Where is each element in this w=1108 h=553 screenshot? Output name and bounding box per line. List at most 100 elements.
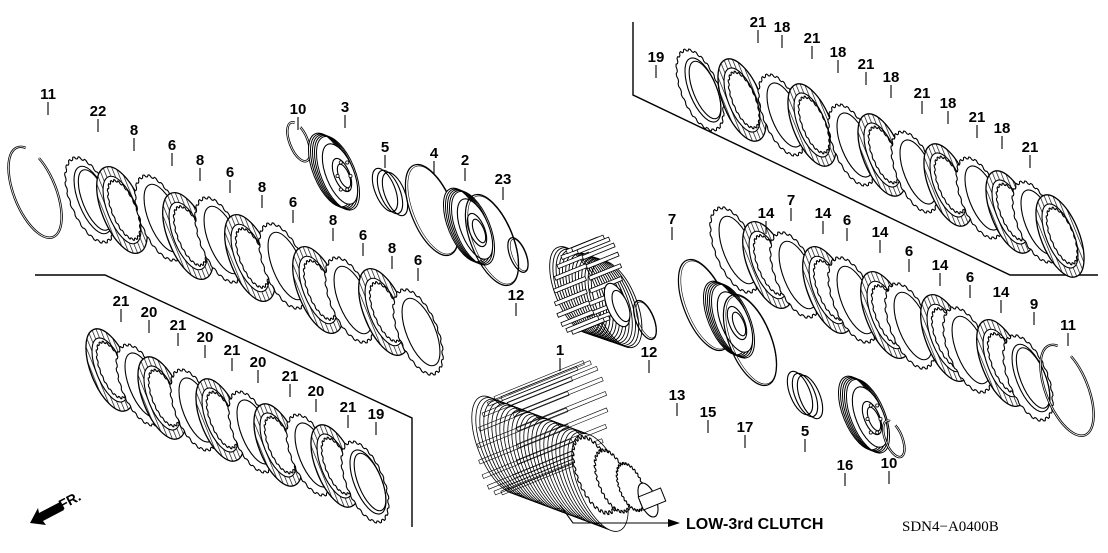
lower-right-piston-assembly (677, 258, 906, 459)
part-label: 21 (340, 399, 356, 428)
part-label: 23 (495, 171, 512, 200)
upper-right-clutch-stack (675, 48, 1085, 278)
low-3rd-clutch-callout: LOW-3rd CLUTCH (559, 504, 823, 533)
part-number: 6 (843, 212, 851, 229)
part-number: 14 (993, 284, 1010, 301)
part-number: 6 (966, 269, 974, 286)
part-number: 9 (1030, 296, 1038, 313)
o-ring (633, 299, 657, 341)
part-number: 18 (883, 69, 900, 86)
part-number: 21 (750, 14, 767, 31)
part-number: 18 (994, 120, 1011, 137)
callout-arrowhead (668, 519, 680, 527)
part-label: 21 (914, 85, 930, 114)
friction-disc (787, 83, 837, 167)
part-number: 12 (508, 287, 525, 304)
part-label: 18 (940, 95, 957, 124)
part-number: 8 (388, 240, 396, 257)
part-label: 6 (966, 269, 974, 298)
part-label: 10 (290, 101, 307, 130)
upper-left-clutch-stack (7, 145, 444, 376)
front-arrow-icon (30, 502, 64, 525)
part-label: 12 (641, 344, 658, 373)
part-label: 18 (994, 120, 1011, 149)
part-number: 7 (787, 192, 795, 209)
lower-left-clutch-stack (85, 328, 390, 524)
part-label: 6 (226, 164, 234, 193)
o-ring (722, 293, 778, 387)
part-number: 6 (905, 243, 913, 260)
part-label: 3 (341, 99, 349, 128)
part-number: 8 (258, 179, 266, 196)
part-label: 13 (669, 387, 685, 416)
part-number: 7 (668, 211, 676, 228)
part-number: 6 (289, 194, 297, 211)
part-number: 18 (830, 44, 847, 61)
part-label: 21 (113, 293, 129, 322)
part-number: 20 (308, 383, 325, 400)
part-number: 4 (430, 145, 439, 162)
part-label: 7 (668, 211, 676, 240)
part-number: 20 (141, 304, 158, 321)
part-label: 21 (170, 317, 187, 346)
return-spring (371, 167, 409, 217)
friction-disc (358, 268, 410, 356)
part-label: 8 (196, 152, 204, 181)
part-label: 11 (40, 86, 56, 115)
snap-ring (7, 145, 63, 239)
friction-disc (923, 143, 973, 227)
part-label: 16 (837, 457, 853, 486)
part-number: 8 (329, 212, 337, 229)
part-label: 6 (905, 243, 913, 272)
part-number: 19 (368, 406, 385, 423)
part-number: 6 (226, 164, 234, 181)
part-label: 19 (368, 406, 385, 435)
part-label: 6 (414, 252, 422, 281)
part-number: 5 (381, 139, 389, 156)
friction-disc (1035, 194, 1085, 278)
part-number: 18 (774, 19, 791, 36)
part-number: 20 (197, 329, 214, 346)
part-number: 5 (801, 423, 809, 440)
friction-disc (292, 246, 344, 334)
part-label: 11 (1060, 317, 1076, 346)
part-number: 23 (495, 171, 512, 188)
part-number: 20 (250, 354, 267, 371)
part-number: 21 (858, 56, 875, 73)
friction-disc (224, 214, 276, 302)
part-number: 18 (940, 95, 957, 112)
part-label: 18 (774, 19, 791, 48)
part-label: 4 (430, 145, 439, 174)
part-number: 22 (90, 103, 107, 120)
mainshaft-assembly (471, 360, 667, 532)
snap-ring (882, 419, 906, 459)
part-number: 1 (556, 342, 564, 359)
mainshaft-with-clutch-drums (471, 360, 667, 532)
part-label: 17 (737, 419, 753, 448)
diagram-code: SDN4−A0400B (902, 519, 999, 535)
part-label: 20 (141, 304, 158, 333)
end-plate (675, 48, 725, 132)
part-number: 10 (290, 101, 307, 118)
part-label: 14 (993, 284, 1010, 313)
part-number: 8 (196, 152, 204, 169)
callout-label: LOW-3rd CLUTCH (686, 516, 823, 533)
center-clutch-assembly (286, 121, 657, 349)
part-label: 18 (830, 44, 847, 73)
part-label: 18 (883, 69, 900, 98)
part-label: 6 (843, 212, 851, 241)
part-label: 8 (258, 179, 266, 208)
part-number: 19 (648, 49, 665, 66)
part-label: 20 (250, 354, 267, 383)
part-label: 6 (359, 227, 367, 256)
part-label: 9 (1030, 296, 1038, 325)
friction-disc (717, 58, 767, 142)
part-number: 14 (872, 224, 889, 241)
part-number: 21 (170, 317, 187, 334)
end-plate (340, 440, 390, 524)
part-label: 21 (858, 56, 875, 85)
part-number: 12 (641, 344, 658, 361)
part-number: 2 (461, 152, 469, 169)
